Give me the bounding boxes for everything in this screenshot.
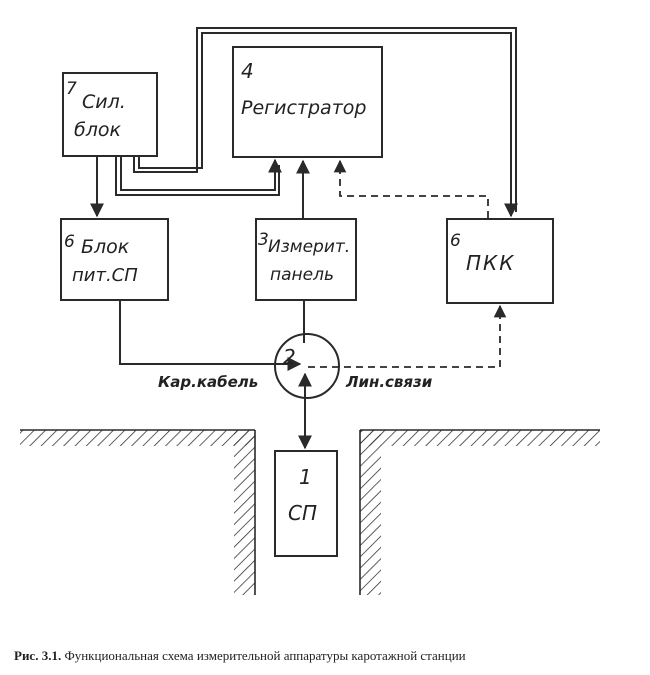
block-number: 6 bbox=[64, 232, 75, 252]
power-to-pkk-line-inner bbox=[138, 32, 518, 218]
caption-text: Функциональная схема измерительной аппар… bbox=[61, 648, 466, 663]
block-label: СП bbox=[288, 501, 317, 525]
block-number: 3 bbox=[258, 230, 269, 250]
block-label: ПКК bbox=[466, 251, 515, 275]
block-recorder: 4 Регистратор bbox=[232, 46, 383, 158]
figure-caption: Рис. 3.1. Функциональная схема измерител… bbox=[14, 648, 466, 664]
block-label: Регистратор bbox=[241, 97, 366, 119]
block-label: панель bbox=[270, 265, 334, 285]
ground-surface bbox=[20, 429, 600, 595]
caption-prefix: Рис. 3.1. bbox=[14, 648, 62, 663]
block-number: 6 bbox=[450, 231, 461, 251]
power-to-pkk-line bbox=[133, 27, 517, 212]
block-label: Измерит. bbox=[268, 237, 350, 257]
pkk-to-recorder-dashed bbox=[333, 159, 489, 218]
block-label: блок bbox=[74, 119, 121, 141]
supply-to-junction-arrow bbox=[119, 300, 302, 371]
junction-node: 2 bbox=[274, 333, 340, 399]
block-label: Сил. bbox=[82, 91, 126, 113]
functional-diagram: 7 Сил. блок 4 Регистратор 6 Блок пит.СП … bbox=[20, 27, 600, 595]
junction-number: 2 bbox=[283, 345, 296, 369]
power-to-recorder-line-inner bbox=[120, 156, 282, 191]
block-number: 4 bbox=[241, 59, 254, 83]
logging-cable-label: Кар.кабель bbox=[158, 373, 258, 391]
block-number: 7 bbox=[66, 79, 77, 99]
block-measuring-panel: 3 Измерит. панель bbox=[255, 218, 357, 301]
junction-to-pkk-dashed bbox=[308, 304, 507, 368]
block-pkk: 6 ПКК bbox=[446, 218, 554, 304]
block-power-supply: 6 Блок пит.СП bbox=[60, 218, 169, 301]
block-probe: 1 СП bbox=[274, 450, 338, 557]
block-label: Блок bbox=[81, 236, 130, 258]
block-number: 1 bbox=[299, 465, 312, 489]
block-power-unit: 7 Сил. блок bbox=[62, 72, 158, 157]
block-label: пит.СП bbox=[72, 265, 138, 286]
power-to-recorder-line bbox=[115, 156, 280, 196]
comm-line-label: Лин.связи bbox=[345, 373, 433, 391]
